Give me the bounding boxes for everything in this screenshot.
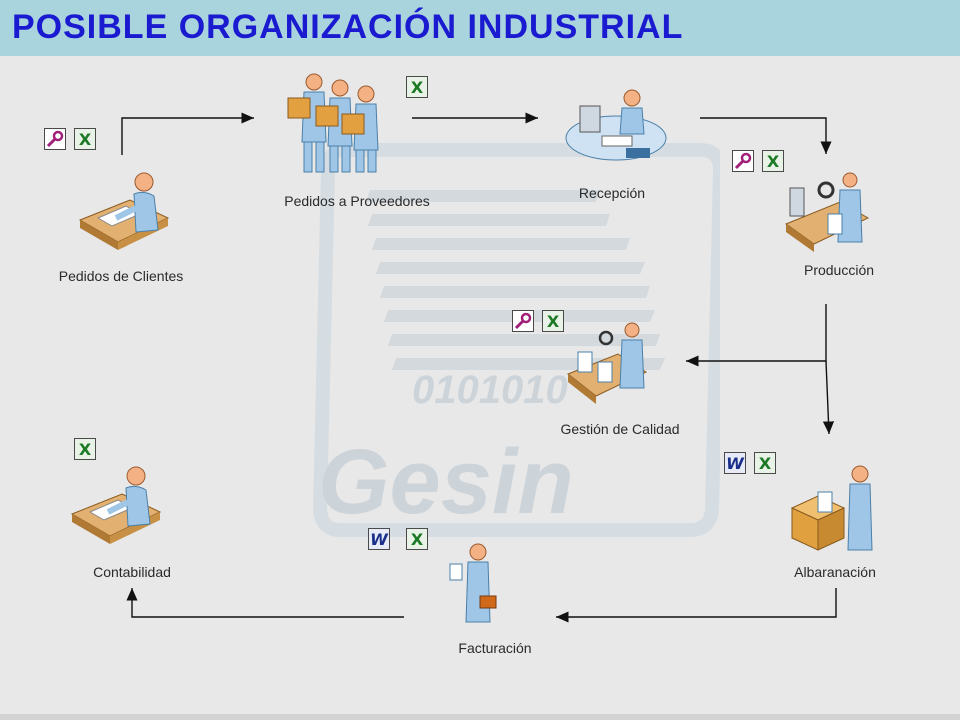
arrow-albaranacion-to-facturacion [556,588,837,623]
person-with-briefcase-icon [449,543,497,623]
node-label-contabilidad: Contabilidad [93,564,171,580]
arrow-facturacion-to-contabilidad [126,588,404,618]
quality-inspection-icon [567,322,648,404]
excel-icon: X [762,150,784,172]
arrow-produccion-to-calidad [686,304,827,367]
node-label-recepcion: Recepción [578,185,646,201]
arrow-clientes-to-proveedores [121,112,254,155]
key-icon [732,150,754,172]
person-at-computer-icon [565,89,667,161]
excel-icon: X [74,128,96,150]
key-icon [512,310,534,332]
page-title: POSIBLE ORGANIZACIÓN INDUSTRIAL [12,8,684,46]
key-icon [44,128,66,150]
node-label-albaranacion: Albaranación [794,564,876,580]
excel-icon: X [74,438,96,460]
excel-icon: X [542,310,564,332]
word-icon: W [724,452,746,474]
person-packing-box-icon [790,465,873,551]
node-label-pedidos-proveedores: Pedidos a Proveedores [284,193,430,209]
watermark-brand: Gesin [318,431,574,533]
production-line-icon [784,172,870,252]
node-label-gestion-calidad: Gestión de Calidad [560,421,680,437]
watermark-digits: 0101010 [412,368,568,412]
node-label-pedidos-clientes: Pedidos de Clientes [58,268,184,284]
excel-icon: X [754,452,776,474]
word-icon: W [368,528,390,550]
gesin-watermark: 0101010 Gesin [300,130,728,555]
excel-icon: X [406,528,428,550]
watermark-stripes-icon [312,143,728,537]
title-bar: POSIBLE ORGANIZACIÓN INDUSTRIAL [0,0,960,56]
arrow-recepcion-to-produccion [700,117,832,154]
person-at-desk-icon [70,466,162,544]
node-label-facturacion: Facturación [458,640,532,656]
excel-icon: X [406,76,428,98]
person-at-desk-icon [78,172,170,250]
people-carrying-boxes-icon [287,73,379,173]
node-label-produccion: Producción [803,262,875,278]
arrow-produccion-to-albaranacion [822,360,835,435]
bottom-divider [0,714,960,720]
